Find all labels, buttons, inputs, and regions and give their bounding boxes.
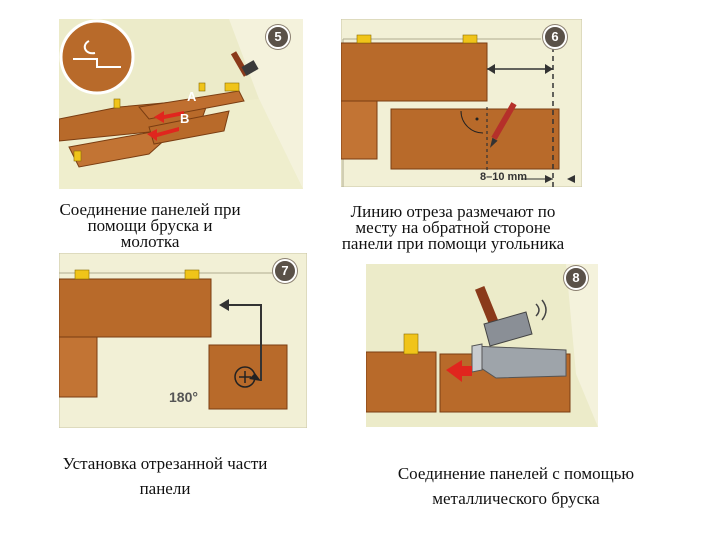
step-5-label-a: A bbox=[187, 89, 197, 104]
step-6-caption-line-1: Линию отреза размечают по bbox=[350, 202, 556, 221]
step-5-caption: Соединение панелей при помощи бруска и м… bbox=[40, 200, 260, 251]
step-6-illustration: 8–10 mm 6 bbox=[341, 19, 582, 187]
step-7-caption-line-2: панели bbox=[139, 479, 191, 498]
step-8-caption: Соединение панелей с помощью металлическ… bbox=[368, 461, 664, 511]
step-5-label-b: B bbox=[180, 111, 190, 126]
step-7-illustration: 180° 7 bbox=[59, 253, 307, 428]
step-6-badge: 6 bbox=[543, 25, 567, 49]
step-7-drawing bbox=[59, 253, 307, 428]
step-5-caption-line-3: молотка bbox=[120, 232, 180, 251]
step-7-caption-line-1: Установка отрезанной части bbox=[62, 454, 268, 473]
step-8-caption-line-2: металлического бруска bbox=[432, 489, 600, 508]
step-5-caption-line-2: помощи бруска и bbox=[87, 216, 213, 235]
step-5-caption-line-1: Соединение панелей при bbox=[59, 200, 241, 219]
step-7-badge: 7 bbox=[273, 259, 297, 283]
step-5-drawing bbox=[59, 19, 303, 189]
step-5-badge: 5 bbox=[266, 25, 290, 49]
step-6-caption-line-2: месту на обратной стороне bbox=[355, 218, 551, 237]
step-5-illustration: A B 5 bbox=[59, 19, 303, 189]
step-7-caption: Установка отрезанной части панели bbox=[40, 451, 290, 501]
step-8-badge: 8 bbox=[564, 266, 588, 290]
step-6-drawing bbox=[341, 19, 582, 187]
step-6-caption-line-3: панели при помощи угольника bbox=[341, 234, 565, 253]
step-8-illustration: 8 bbox=[366, 264, 598, 427]
step-6-measure-label: 8–10 mm bbox=[480, 171, 528, 183]
step-6-caption: Линию отреза размечают по месту на обрат… bbox=[318, 202, 588, 253]
step-8-drawing bbox=[366, 264, 598, 427]
step-7-rotation-label: 180° bbox=[169, 389, 198, 405]
step-8-caption-line-1: Соединение панелей с помощью bbox=[397, 464, 635, 483]
